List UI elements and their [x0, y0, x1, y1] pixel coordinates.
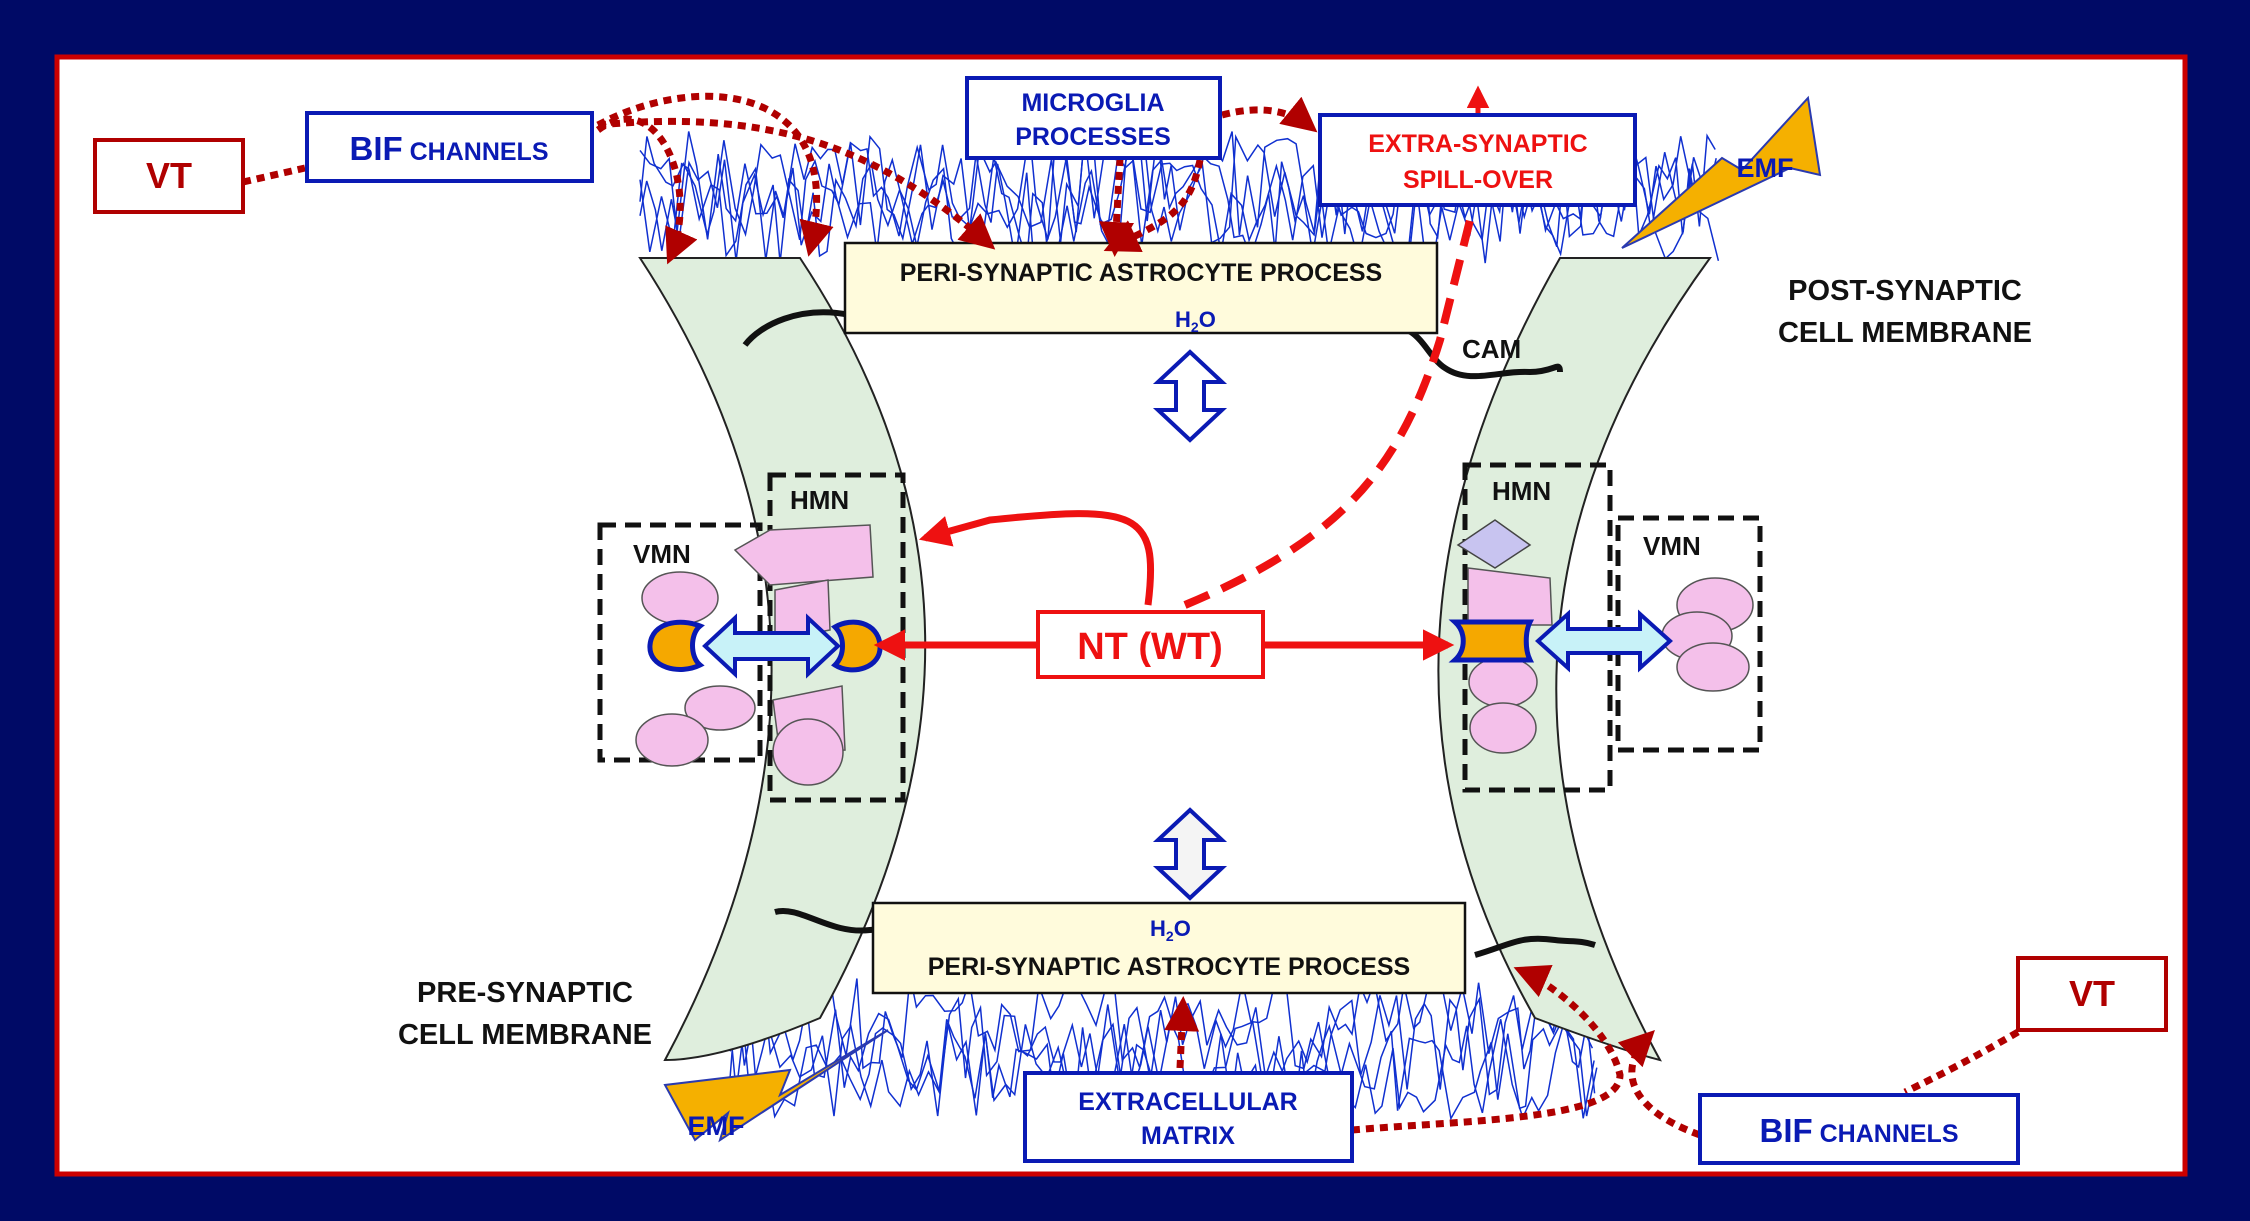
- microglia-label-2: PROCESSES: [1015, 123, 1171, 151]
- spillover-dashed-arrow: [1183, 219, 1474, 609]
- ecm-box: [1023, 1071, 1354, 1163]
- bif-left-label: BIF CHANNELS: [349, 130, 548, 167]
- vmn-left-circle-3: [635, 713, 709, 767]
- emf-top-bolt: [1621, 95, 1822, 249]
- matrix-top-line: [639, 153, 1720, 262]
- hmn-right-circle-1: [1468, 656, 1538, 708]
- bif-right-box: [1698, 1093, 2020, 1165]
- receptor-right-channel: [1467, 567, 1553, 626]
- vmn-right-circle-3: [1676, 642, 1750, 692]
- emf-bottom-label: EMF: [688, 1111, 745, 1141]
- spillover-box: [1318, 113, 1637, 207]
- pap-top-label: PERI-SYNAPTIC ASTROCYTE PROCESS: [900, 259, 1382, 287]
- emf-top-label: EMF: [1737, 153, 1794, 183]
- cam-line-top-right: [1384, 323, 1563, 380]
- matrix-bottom-line: [729, 1019, 1595, 1120]
- pre-synaptic-label-2: CELL MEMBRANE: [398, 1019, 652, 1051]
- receptor-right-double-arrow: [1535, 609, 1673, 673]
- receptor-left-double-arrow: [702, 613, 841, 679]
- ecm-label-1: EXTRACELLULAR: [1078, 1088, 1297, 1116]
- ecm-label-2: MATRIX: [1141, 1122, 1235, 1150]
- vt-right-box: [2016, 956, 2168, 1032]
- bif-left-box: [305, 111, 594, 183]
- h2o-top: H2O: [1175, 307, 1216, 335]
- vt-left-label: VT: [146, 155, 192, 196]
- post-synaptic-label-1: POST-SYNAPTIC: [1788, 275, 2022, 307]
- vmn-right-label: VMN: [1643, 531, 1701, 561]
- post-synaptic-label-2: CELL MEMBRANE: [1778, 317, 2032, 349]
- microglia-label-1: MICROGLIA: [1021, 89, 1164, 117]
- pre-synaptic-label-1: PRE-SYNAPTIC: [417, 977, 633, 1009]
- h2o-bottom: H2O: [1150, 916, 1191, 944]
- microglia-dots-2: [1103, 159, 1204, 253]
- vmn-left-circle-1: [641, 571, 719, 625]
- receptor-left-pentagon: [733, 524, 874, 586]
- bif-left-dots-1: [595, 115, 698, 265]
- bif-right-label: BIF CHANNELS: [1759, 1112, 1958, 1149]
- cam-line-bottom-right: [1474, 935, 1596, 958]
- receptor-right-orange: [1448, 619, 1535, 663]
- matrix-bottom-line: [729, 994, 1596, 1096]
- vt-right-label: VT: [2069, 973, 2115, 1014]
- microglia-box: [965, 76, 1222, 160]
- vmn-left-circle-2: [684, 685, 756, 731]
- vmn-left-label: VMN: [633, 539, 691, 569]
- spillover-label-1: EXTRA-SYNAPTIC: [1368, 130, 1587, 158]
- pap-bottom-label: PERI-SYNAPTIC ASTROCYTE PROCESS: [928, 953, 1410, 981]
- bif-left-dots-2: [596, 92, 834, 257]
- pap-bottom-box: [871, 901, 1467, 995]
- emf-bottom-bolt: [663, 1029, 889, 1143]
- hmn-right-circle-2: [1469, 702, 1537, 754]
- hmn-right-label: HMN: [1492, 476, 1551, 506]
- hmn-left-label: HMN: [790, 485, 849, 515]
- receptor-left-orange-a: [647, 619, 705, 672]
- nt-label: NT (WT): [1077, 626, 1223, 668]
- nt-box: [1036, 610, 1265, 679]
- microglia-to-spillover-dots: [1221, 96, 1318, 133]
- receptor-left-orange-b: [830, 619, 883, 673]
- vt-right-to-bif-dots: [1903, 1028, 2020, 1096]
- receptor-right-diamond: [1456, 519, 1532, 569]
- bif-left-dots-3: [597, 117, 996, 250]
- vt-left-box: [93, 138, 245, 214]
- post-synaptic-membrane-shape: [1437, 257, 1712, 1062]
- vt-left-to-bif-dots: [242, 164, 306, 186]
- ecm-to-membrane-dots: [1351, 964, 1624, 1134]
- hmn-left-circle: [772, 718, 844, 786]
- cam-label: CAM: [1462, 334, 1521, 364]
- nt-arrow-to-hmn-left: [918, 510, 1155, 606]
- h2o-double-arrow-top: [1152, 349, 1228, 443]
- h2o-double-arrow-bottom: [1152, 807, 1228, 901]
- spillover-label-2: SPILL-OVER: [1403, 166, 1553, 194]
- pap-top-box: [843, 241, 1439, 335]
- ecm-up-dots: [1164, 996, 1200, 1069]
